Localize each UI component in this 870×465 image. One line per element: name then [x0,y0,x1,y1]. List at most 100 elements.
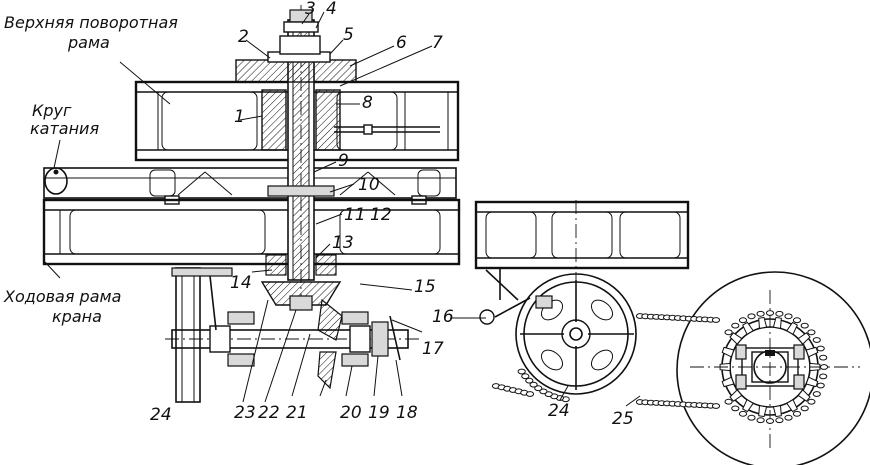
chain-link [724,398,733,405]
chain-link [800,322,809,329]
sprocket-tooth [805,376,819,388]
chain-link [738,410,748,417]
chain-link [738,317,748,324]
rolling-circle-frame [43,167,457,205]
caption-upper-frame: Верхняя поворотная рама [4,13,178,52]
callout-14: 14 [230,273,252,293]
chain-link [807,329,816,336]
chain-link [711,317,721,323]
callout-2: 2 [238,27,249,47]
caption-travel-frame-line1: Ходовая рама [3,287,121,306]
chain-link [784,414,793,421]
caption-rolling-circle: Круг катания [30,101,99,138]
callout-6: 6 [396,33,407,53]
chain-link [775,310,784,317]
sprocket-tooth [758,316,768,329]
travel-frame-left [42,198,461,266]
chain-link [724,329,733,336]
callout-20: 20 [340,403,362,423]
callout-8: 8 [362,93,373,113]
sprocket-tooth [772,316,782,329]
callout-16: 16 [432,307,454,327]
caption-rolling-circle-line1: Круг [32,101,72,120]
callout-21: 21 [286,403,308,423]
sprocket-tooth [758,405,768,418]
callouts: 1 2 3 4 5 6 7 8 9 10 11 12 13 14 15 16 1… [150,0,634,429]
caption-upper-frame-line2: рама [67,33,110,52]
chain-link [539,388,548,395]
travel-frame-right [474,200,690,300]
callout-10: 10 [358,175,380,195]
callout-19: 19 [368,403,390,423]
callout-5: 5 [343,25,354,45]
chain-link [819,373,828,380]
left-wheel-side [171,267,233,403]
chain-link [816,345,825,352]
sprocket-tooth [729,389,743,402]
leader-lines [44,11,641,407]
chain-link [800,405,809,412]
chain-link [807,398,816,405]
sprocket-tooth [742,321,754,336]
horizontal-axle [165,311,420,390]
sprocket-tooth [742,398,754,413]
callout-24-left: 24 [150,405,172,425]
callout-11: 11 [344,205,366,225]
chain-link [525,391,535,397]
chain-link [819,354,828,361]
sprocket-tooth [805,346,819,358]
chain-link [756,417,765,424]
chain-link [731,405,740,412]
callout-4: 4 [326,0,337,19]
chain-link [792,410,802,417]
sprocket-tooth [786,321,798,336]
sprocket-detail [676,271,870,465]
bevel-gear [260,281,343,341]
callout-12: 12 [370,205,392,225]
callout-9: 9 [338,151,349,171]
callout-13: 13 [332,233,354,253]
sprocket-tooth [797,332,811,345]
chain-link [784,313,793,320]
callout-3: 3 [305,0,316,19]
sprocket-tooth [721,376,735,388]
chain-link [747,414,756,421]
callout-15: 15 [414,277,436,297]
chain-link [521,373,530,380]
chain-link [517,368,526,375]
chain-link [756,310,765,317]
caption-travel-frame: Ходовая рама крана [3,287,121,326]
chain-link [711,403,721,409]
chain-link [819,364,829,370]
sprocket-tooth [729,332,743,345]
callout-18: 18 [396,403,418,423]
callout-23: 23 [234,403,256,423]
callout-17: 17 [422,339,444,359]
caption-rolling-circle-line2: катания [30,119,99,138]
chain-link [534,385,543,392]
chain-link [775,417,784,424]
callout-24-right: 24 [548,401,570,421]
chain-link [812,337,821,343]
chain-link [812,391,821,397]
callout-25: 25 [612,409,634,429]
sprocket-tooth [772,405,782,418]
big-wheel-front [479,268,637,395]
chain-link [731,322,740,329]
chain-link [525,377,534,384]
callout-7: 7 [432,33,443,53]
chain-link [765,418,775,424]
chain-link [792,317,802,324]
sprocket-tooth [786,398,798,413]
chain-link [747,313,756,320]
caption-upper-frame-line1: Верхняя поворотная [4,13,178,32]
callout-1: 1 [234,107,245,127]
callout-22: 22 [258,403,280,423]
sprocket-tooth [797,389,811,402]
chain-link [765,310,775,316]
caption-travel-frame-line2: крана [52,307,102,326]
chain-link [816,382,825,389]
chain-link [529,381,538,388]
sprocket-tooth [721,346,735,358]
